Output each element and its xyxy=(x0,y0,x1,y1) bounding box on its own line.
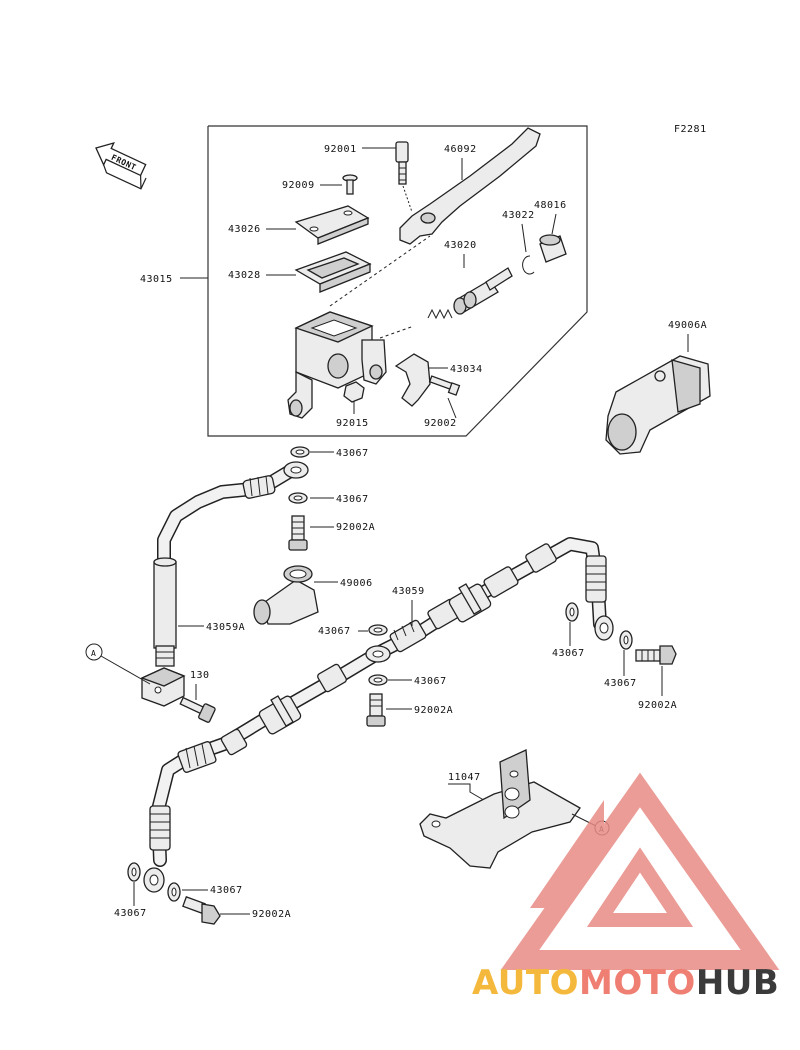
brake-hose-43059A xyxy=(153,461,309,667)
label-48016: 48016 xyxy=(534,200,567,211)
label-43067-h: 43067 xyxy=(210,885,243,896)
label-49006A: 49006A xyxy=(668,320,707,331)
figure-code: F2281 xyxy=(674,124,707,135)
label-43067-c: 43067 xyxy=(318,626,351,637)
brake-hose-43059 xyxy=(143,537,614,893)
piston-assembly-43020 xyxy=(427,267,513,320)
label-92009: 92009 xyxy=(282,180,315,191)
label-11047: 11047 xyxy=(448,772,481,783)
master-cylinder-frame xyxy=(207,125,588,437)
label-43067-g: 43067 xyxy=(114,908,147,919)
watermark-auto: AUTO xyxy=(472,963,579,1003)
label-43034: 43034 xyxy=(450,364,483,375)
bolt-92002 xyxy=(428,375,461,396)
svg-text:A: A xyxy=(91,649,96,658)
bracket-11047 xyxy=(419,749,581,869)
label-49006: 49006 xyxy=(340,578,373,589)
watermark-logo-icon xyxy=(500,772,780,970)
label-43026: 43026 xyxy=(228,224,261,235)
label-92002A-b: 92002A xyxy=(414,705,453,716)
lever-46092 xyxy=(399,127,541,245)
label-43067-e: 43067 xyxy=(552,648,585,659)
joint-block xyxy=(140,667,186,707)
clamp-43034 xyxy=(394,353,431,407)
label-46092: 46092 xyxy=(444,144,477,155)
label-43022: 43022 xyxy=(502,210,535,221)
rubber-boot-49006A xyxy=(605,355,711,455)
rubber-boot-49006 xyxy=(253,565,319,625)
banjo-bolt-92002A-b xyxy=(366,693,386,727)
label-43067-d: 43067 xyxy=(414,676,447,687)
circlip-43022 xyxy=(522,255,535,275)
label-130: 130 xyxy=(190,670,210,681)
watermark-hub: HUB xyxy=(696,963,779,1003)
bolt-92001 xyxy=(395,141,409,185)
callout-a-left: A xyxy=(85,643,103,661)
label-43015: 43015 xyxy=(140,274,173,285)
label-92015: 92015 xyxy=(336,418,369,429)
banjo-bolt-92002A-a xyxy=(288,515,308,551)
boot-48016 xyxy=(539,234,567,263)
label-43067-b: 43067 xyxy=(336,494,369,505)
label-43020: 43020 xyxy=(444,240,477,251)
label-92002A-c: 92002A xyxy=(638,700,677,711)
svg-text:AUTOMOTOHUB: AUTOMOTOHUB xyxy=(472,963,779,1003)
label-92001: 92001 xyxy=(324,144,357,155)
label-43059: 43059 xyxy=(392,586,425,597)
banjo-bolt-92002A-d xyxy=(182,896,221,925)
banjo-bolt-92002A-c xyxy=(635,645,677,665)
nut-92015 xyxy=(343,381,365,403)
label-92002: 92002 xyxy=(424,418,457,429)
label-43059A: 43059A xyxy=(206,622,245,633)
master-cylinder-body xyxy=(287,311,387,419)
label-92002A-a: 92002A xyxy=(336,522,375,533)
bolt-130 xyxy=(179,696,216,723)
label-43067-a: 43067 xyxy=(336,448,369,459)
diaphragm-43028 xyxy=(294,251,372,293)
label-92002A-d: 92002A xyxy=(252,909,291,920)
screw-92009 xyxy=(342,174,358,195)
front-arrow-icon: FRONT xyxy=(95,142,147,190)
label-43067-f: 43067 xyxy=(604,678,637,689)
label-43028: 43028 xyxy=(228,270,261,281)
watermark-moto: MOTO xyxy=(579,963,696,1003)
